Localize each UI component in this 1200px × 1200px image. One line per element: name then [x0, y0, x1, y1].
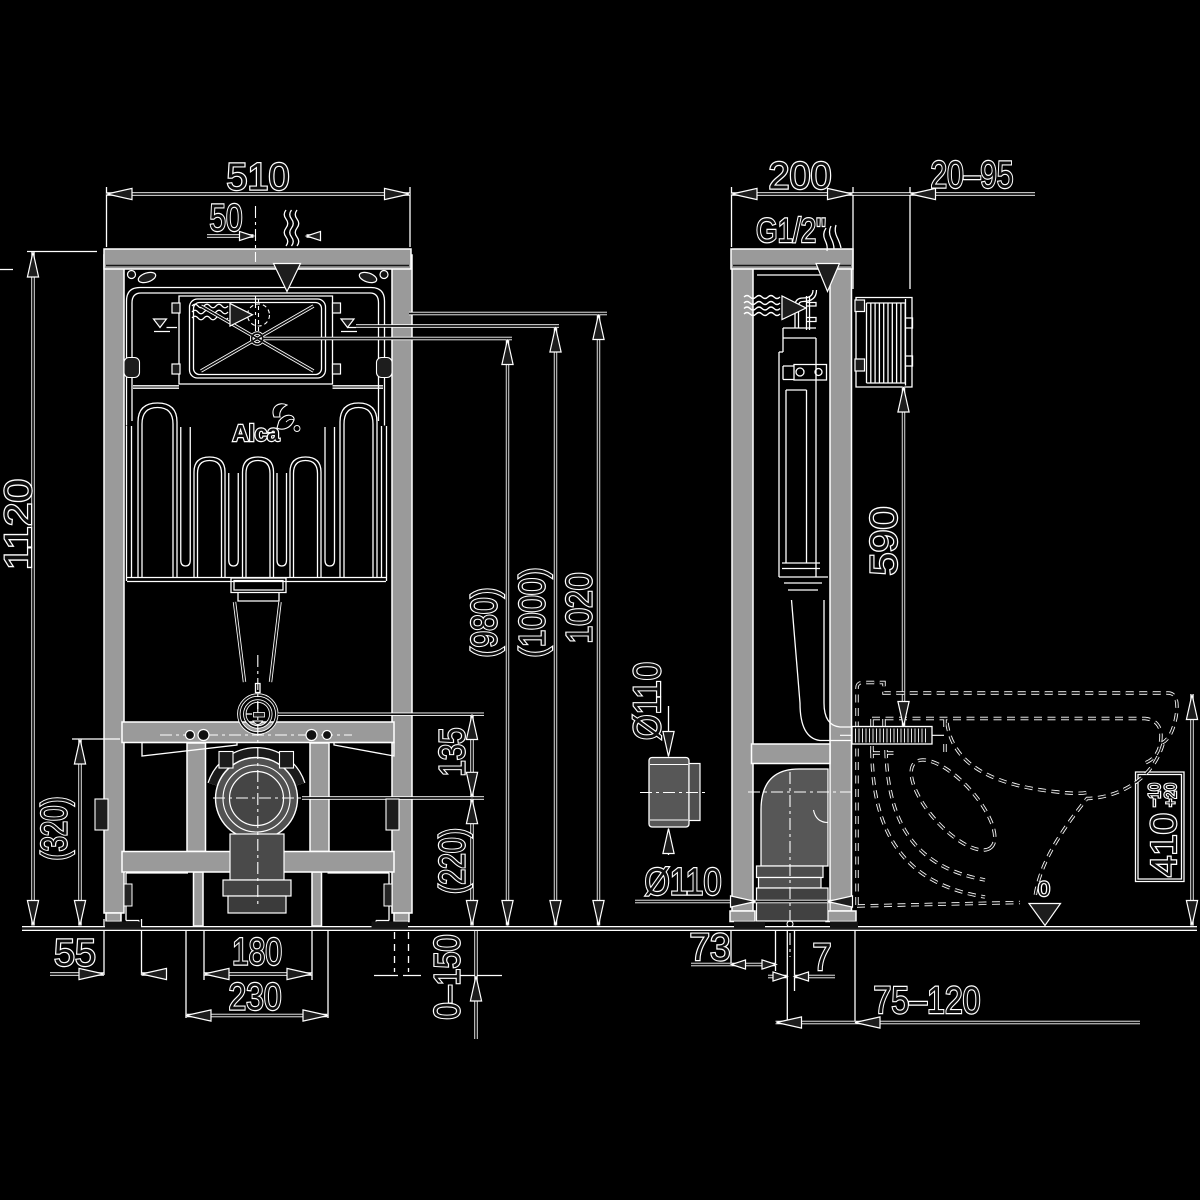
svg-text:135: 135: [432, 728, 473, 777]
svg-text:Alca: Alca: [233, 420, 280, 446]
svg-text:180: 180: [232, 932, 282, 974]
svg-text:Ø110: Ø110: [645, 862, 722, 904]
svg-text:510: 510: [227, 157, 290, 199]
svg-text:(1000): (1000): [512, 568, 553, 658]
svg-text:50: 50: [210, 198, 243, 240]
svg-text:Ø110: Ø110: [627, 662, 669, 740]
svg-text:590: 590: [864, 507, 906, 576]
svg-text:73: 73: [690, 927, 731, 969]
svg-text:(220): (220): [432, 828, 473, 894]
svg-text:410: 410: [1143, 813, 1184, 877]
svg-text:(980): (980): [464, 588, 505, 658]
svg-text:0: 0: [1038, 878, 1050, 901]
svg-text:20–95: 20–95: [931, 155, 1014, 197]
svg-text:55: 55: [54, 933, 96, 975]
svg-text:200: 200: [769, 156, 832, 198]
svg-text:G1/2": G1/2": [756, 212, 826, 250]
svg-text:(320): (320): [34, 797, 75, 861]
svg-text:7: 7: [813, 937, 832, 979]
svg-text:0–150: 0–150: [427, 935, 468, 1020]
svg-text:230: 230: [229, 977, 282, 1019]
svg-text:75–120: 75–120: [874, 980, 981, 1022]
svg-text:1120: 1120: [0, 479, 40, 570]
svg-text:−10: −10: [1145, 783, 1164, 807]
svg-text:1020: 1020: [559, 573, 600, 644]
svg-text:+20: +20: [1161, 783, 1180, 807]
